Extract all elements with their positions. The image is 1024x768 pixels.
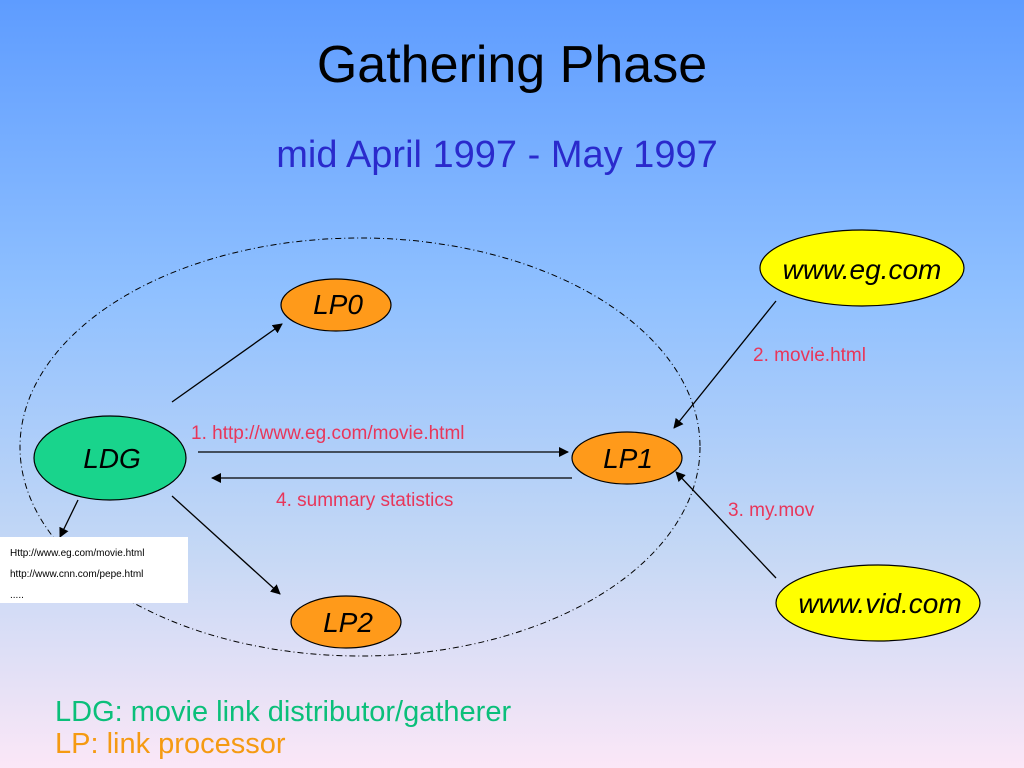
url-list-item: ..... <box>10 590 24 601</box>
url-list-item: http://www.cnn.com/pepe.html <box>10 569 144 580</box>
arrow-eg-to-lp1 <box>673 300 777 429</box>
arrow-vid-to-lp1 <box>675 471 777 579</box>
node-lp2: LP2 <box>290 595 402 649</box>
arrow-ldg-to-lp2 <box>171 495 281 595</box>
slide-subtitle: mid April 1997 - May 1997 <box>276 134 718 176</box>
node-lp1: LP1 <box>571 431 683 485</box>
edge-label-summary-statistics: 4. summary statistics <box>276 490 453 511</box>
node-lp2-label: LP2 <box>323 607 373 638</box>
arrow-ldg-to-list <box>59 499 79 538</box>
node-lp1-label: LP1 <box>603 443 653 474</box>
node-www-eg-com: www.eg.com <box>759 229 965 307</box>
url-list-item: Http://www.eg.com/movie.html <box>10 548 145 559</box>
node-lp0-label: LP0 <box>313 289 363 320</box>
node-www-vid-com-label: www.vid.com <box>798 588 961 619</box>
node-www-vid-com: www.vid.com <box>775 564 981 642</box>
node-ldg: LDG <box>33 415 187 501</box>
url-list-box: Http://www.eg.com/movie.html http://www.… <box>0 537 188 603</box>
node-lp0: LP0 <box>280 278 392 332</box>
node-www-eg-com-label: www.eg.com <box>783 254 942 285</box>
slide-title: Gathering Phase <box>316 36 708 94</box>
legend-lp: LP: link processor <box>55 728 286 760</box>
arrow-ldg-to-lp0 <box>171 323 283 403</box>
legend-ldg: LDG: movie link distributor/gatherer <box>55 696 512 728</box>
edge-label-movie-html: 2. movie.html <box>753 345 866 366</box>
edge-label-request-url: 1. http://www.eg.com/movie.html <box>191 423 465 444</box>
edge-label-my-mov: 3. my.mov <box>728 500 815 521</box>
node-ldg-label: LDG <box>83 443 141 474</box>
system-boundary <box>19 237 701 657</box>
